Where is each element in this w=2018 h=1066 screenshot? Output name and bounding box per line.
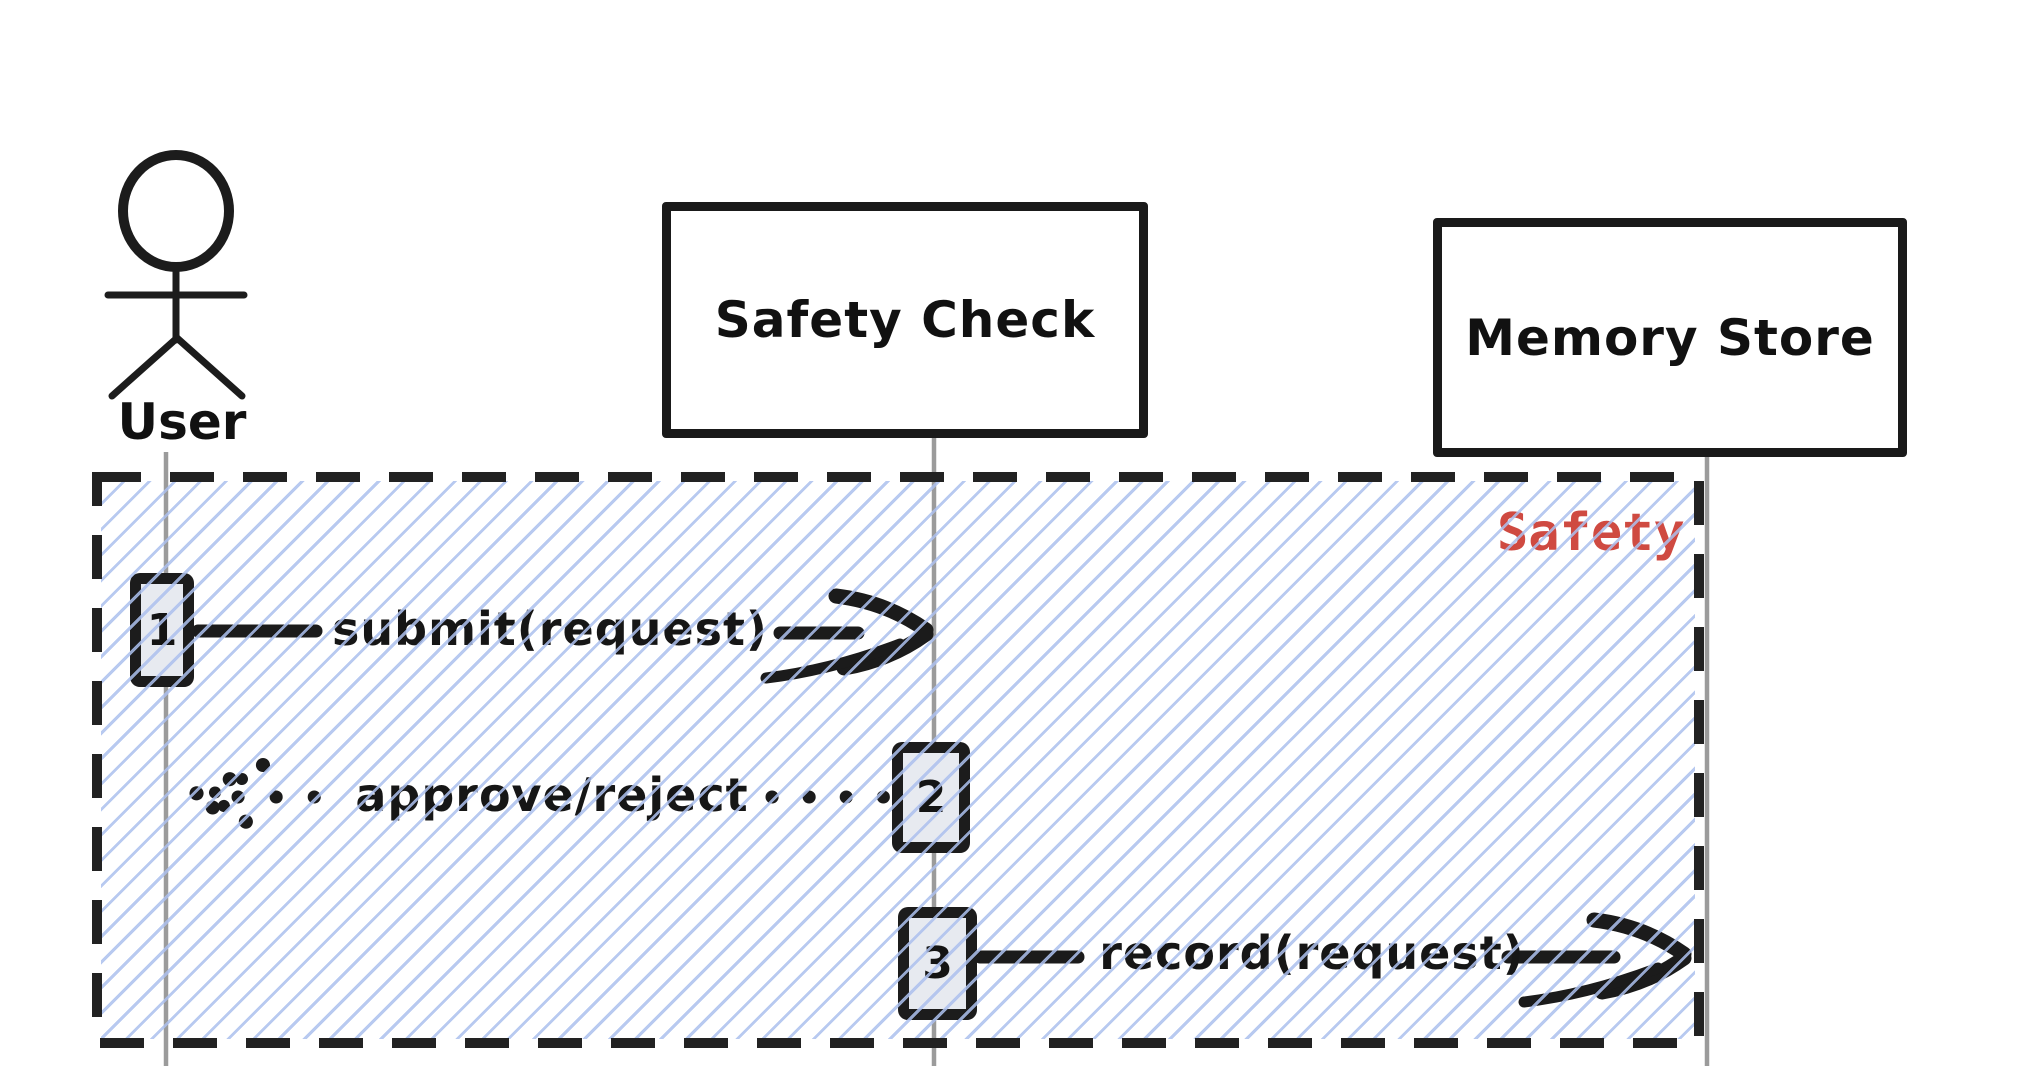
message-1-label: submit(request) bbox=[332, 602, 768, 656]
activation-box-3: 3 bbox=[898, 907, 977, 1020]
activation-box-1: 1 bbox=[130, 573, 194, 687]
participant-box-safety-check: Safety Check bbox=[662, 202, 1148, 438]
message-2-label: approve/reject bbox=[355, 768, 749, 822]
region-label-safety: Safety bbox=[1497, 503, 1685, 563]
participant-label-memory-store: Memory Store bbox=[1465, 308, 1875, 367]
participant-label-safety-check: Safety Check bbox=[714, 291, 1096, 349]
activation-number-1: 1 bbox=[146, 604, 178, 656]
message-3-label: record(request) bbox=[1099, 926, 1525, 980]
participant-box-memory-store: Memory Store bbox=[1433, 218, 1907, 457]
user-actor-icon bbox=[104, 150, 248, 400]
user-actor-label: User bbox=[117, 393, 247, 451]
activation-number-3: 3 bbox=[922, 938, 953, 989]
activation-number-2: 2 bbox=[915, 772, 947, 823]
activation-box-2: 2 bbox=[892, 742, 970, 853]
